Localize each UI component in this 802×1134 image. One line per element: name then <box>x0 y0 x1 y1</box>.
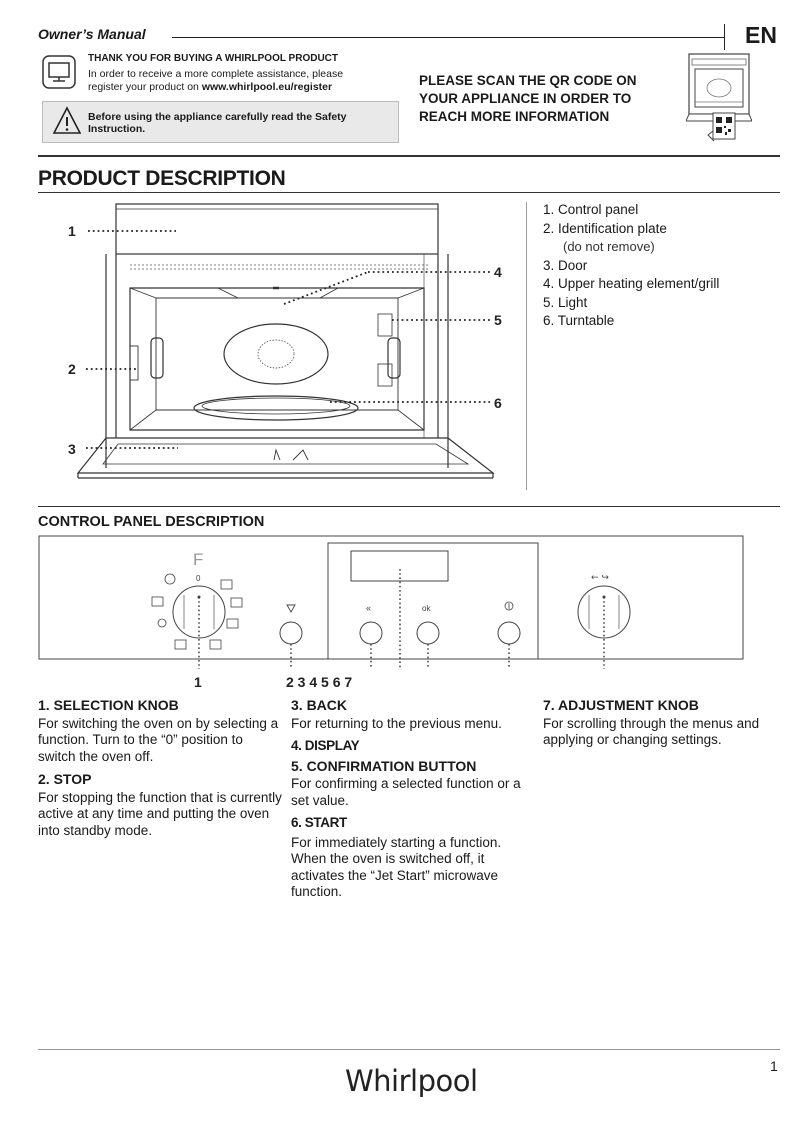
stop-text: For stopping the function that is curren… <box>38 789 282 838</box>
part-item: 4. Upper heating element/grill <box>543 276 720 291</box>
product-description-title: PRODUCT DESCRIPTION <box>38 167 286 190</box>
part-item: 2. Identification plate (do not remove) <box>543 220 783 257</box>
selection-knob-title: 1. SELECTION KNOB <box>38 697 179 713</box>
callout-1: 1 <box>68 223 76 239</box>
header-separator <box>38 155 780 157</box>
stop-title: 2. STOP <box>38 771 92 787</box>
warning-icon <box>52 106 82 134</box>
product-separator <box>38 192 780 193</box>
svg-text:← ↪: ← ↪ <box>591 573 609 583</box>
register-link[interactable]: www.whirlpool.eu/register <box>201 81 333 93</box>
knob-letter: F <box>193 550 203 569</box>
monitor-icon <box>42 55 76 89</box>
page-number: 1 <box>770 1058 778 1074</box>
oven-diagram: 1 2 3 4 5 6 <box>68 203 502 479</box>
header-tick <box>724 24 725 50</box>
start-text: For immediately starting a function. Whe… <box>291 834 502 900</box>
oven-qr-illustration <box>686 53 752 142</box>
callout-6: 6 <box>494 395 502 411</box>
parts-list: 1. Control panel 2. Identification plate… <box>543 201 783 331</box>
part-item: 1. Control panel <box>543 202 639 217</box>
control-panel-diagram: F 0 « ok ← ↪ 1 2 3 4 5 6 7 <box>38 535 744 690</box>
confirm-title: 5. CONFIRMATION BUTTON <box>291 757 477 774</box>
confirm-text: For confirming a selected function or a … <box>291 776 521 808</box>
control-panel-title: CONTROL PANEL DESCRIPTION <box>38 514 265 530</box>
ok-label: ok <box>422 604 431 613</box>
adjust-title: 7. ADJUSTMENT KNOB <box>543 697 699 713</box>
thanks-body: In order to receive a more complete assi… <box>88 68 388 94</box>
callout-4: 4 <box>494 264 502 280</box>
safety-warning-text: Before using the appliance carefully rea… <box>88 111 347 135</box>
callout-3: 3 <box>68 441 76 457</box>
header-rule <box>172 37 724 38</box>
thanks-line-2: register your product on <box>88 81 202 93</box>
control-separator <box>38 506 780 507</box>
language-code: EN <box>745 22 777 48</box>
part-item: 6. Turntable <box>543 313 615 328</box>
brand-logo: Whirlpool <box>345 1064 478 1098</box>
panel-callout-1: 1 <box>194 674 202 690</box>
back-text: For returning to the previous menu. <box>291 715 502 731</box>
svg-text:«: « <box>366 603 371 613</box>
safety-warning-box <box>42 101 399 143</box>
part-item: 3. Door <box>543 257 588 273</box>
column-middle: 3. BACK For returning to the previous me… <box>291 697 531 907</box>
part-item: 5. Light <box>543 294 588 310</box>
display-title: 4. DISPLAY <box>291 738 360 753</box>
selection-knob-text: For switching the oven on by selecting a… <box>38 715 279 764</box>
column-right: 7. ADJUSTMENT KNOB For scrolling through… <box>543 697 783 755</box>
footer-rule <box>38 1049 780 1050</box>
start-title: 6. START <box>291 815 347 830</box>
parts-divider <box>526 202 527 490</box>
part-item-label: 2. Identification plate <box>543 220 667 236</box>
thanks-title: THANK YOU FOR BUYING A WHIRLPOOL PRODUCT <box>88 53 338 64</box>
thanks-line-1: In order to receive a more complete assi… <box>88 68 344 80</box>
adjust-text: For scrolling through the menus and appl… <box>543 715 760 748</box>
column-left: 1. SELECTION KNOB For switching the oven… <box>38 697 283 845</box>
manual-title: Owner’s Manual <box>38 26 146 42</box>
callout-5: 5 <box>494 312 502 328</box>
panel-callout-2-7: 2 3 4 5 6 7 <box>286 674 352 690</box>
callout-2: 2 <box>68 361 76 377</box>
part-note: (do not remove) <box>563 239 655 254</box>
knob-zero-label: 0 <box>196 574 201 583</box>
qr-instruction: PLEASE SCAN THE QR CODE ON YOUR APPLIANC… <box>419 73 637 124</box>
back-title: 3. BACK <box>291 697 348 713</box>
